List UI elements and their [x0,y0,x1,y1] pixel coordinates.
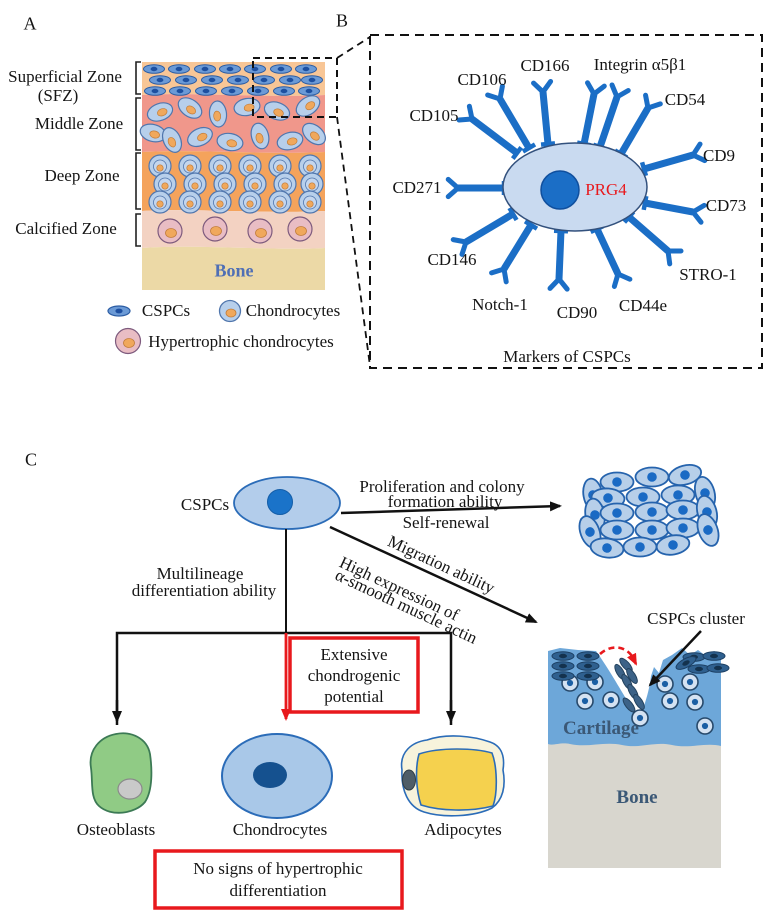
chondrogenic-box-text-3: potential [324,687,384,706]
cspcs-cluster-label: CSPCs cluster [647,609,745,628]
markers-caption: Markers of CSPCs [503,347,631,366]
multilineage-text-2: differentiation ability [131,581,277,600]
marker-label-cd166: CD166 [520,56,570,75]
zone-brackets [135,61,141,247]
zoom-region-box [252,57,338,118]
zone-label-sfz: (SFZ) [37,86,79,105]
legend-label-chondrocytes: Chondrocytes [245,301,341,320]
hypertrophic-highlight-box [153,849,404,910]
marker-label-cd73: CD73 [705,196,747,215]
chondrocytes-label: Chondrocytes [232,820,328,839]
osteoblasts-label: Osteoblasts [76,820,156,839]
marker-label-notch-1: Notch-1 [472,295,528,314]
panel-b-dashed-box [369,34,763,369]
superficial-cspc-cells [143,64,323,96]
zoom-connector-bottom [336,116,371,367]
deep-zone-cells [148,154,324,214]
proliferation-text-2: formation ability [387,492,503,511]
cspc-nucleus [540,170,580,210]
hypertrophic-cells [157,216,313,244]
marker-label-cd90: CD90 [556,303,598,322]
self-renewal-text: Self-renewal [402,513,490,532]
cartilage-chondrocytes [561,673,714,735]
middle-zone-cells [139,95,326,153]
zone-label-middle: Middle Zone [34,114,124,133]
zone-label-deep: Deep Zone [44,166,120,185]
branch-lines [115,631,453,725]
panel-b-letter: B [335,10,349,31]
adipocyte-nucleus [402,769,416,791]
cartilage-zones-illustration [107,36,371,367]
hypertrophic-box-text-2: differentiation [229,881,327,900]
colony-cells [578,463,720,559]
chondrogenic-box-text-2: chondrogenic [307,666,401,685]
bone-block [548,738,721,868]
zone-label-calcified: Calcified Zone [15,219,117,238]
chondrogenic-highlight-box [288,636,420,714]
cartilage-defect-illustration [548,630,730,868]
marker-label-cd105: CD105 [409,106,459,125]
cspcs-cell-nucleus [267,489,293,515]
osteoblast-cell [89,732,153,814]
migration-arrow [329,525,538,624]
panel-a-letter: A [23,13,37,34]
surface-cspc-cells [551,651,730,681]
zone-label-superficial: Superficial Zone [8,67,122,86]
marker-label-cd106: CD106 [457,70,507,89]
legend-icons [107,299,242,355]
bone-label-panel-c: Bone [616,787,658,808]
multilineage-text-1: Multilineage [156,564,244,583]
hypertrophic-box-text-1: No signs of hypertrophic [193,859,363,878]
markers-illustration [369,34,763,369]
cartilage-label: Cartilage [563,718,639,739]
marker-label-integrin-α5β1: Integrin α5β1 [593,55,687,74]
marker-label-cd54: CD54 [664,90,706,109]
cluster-pointer-arrow [648,630,702,687]
marker-label-cd44e: CD44e [618,296,668,315]
legend-label-hypertrophic: Hypertrophic chondrocytes [148,332,334,351]
proliferation-text-1: Proliferation and colony [359,477,525,496]
cspcs-cluster-cells [614,657,645,713]
adipocytes-label: Adipocytes [424,820,502,839]
proliferation-arrow [340,501,562,515]
osteoblast-nucleus [117,778,143,800]
marker-label-cd271: CD271 [392,178,442,197]
zoom-connector-top [336,36,371,59]
legend-label-cspcs: CSPCs [141,301,191,320]
properties-flow-illustration [89,463,730,910]
marker-label-cd146: CD146 [427,250,477,269]
adipocyte-lipid-droplet [415,748,498,811]
migration-dashed-arrow [599,646,638,666]
bone-label-panel-a: Bone [214,260,254,281]
chondrogenic-box-text-1: Extensive [320,645,388,664]
cspcs-label: CSPCs [180,495,230,514]
chondrocyte-nucleus [253,762,287,788]
marker-label-stro-1: STRO-1 [679,265,737,284]
prg4-label: PRG4 [585,180,627,199]
panel-c-letter: C [24,449,38,470]
marker-label-cd9: CD9 [702,146,736,165]
